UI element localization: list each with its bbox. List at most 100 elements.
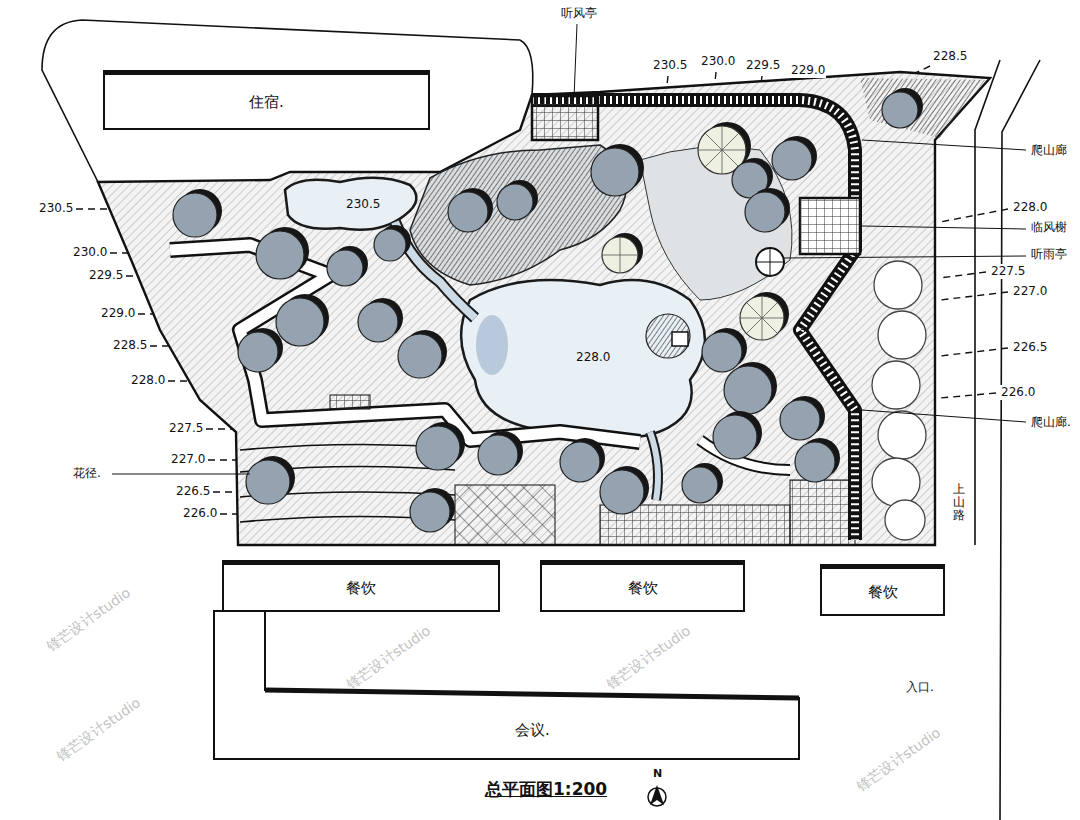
tree-group	[780, 396, 825, 440]
callout-label: 听风亭	[560, 6, 598, 21]
tree-group	[780, 400, 820, 440]
tree-group	[682, 467, 718, 503]
pond	[650, 432, 658, 500]
tree-group	[398, 330, 447, 378]
callout-label: 临风榭	[1030, 220, 1068, 235]
tree-group	[882, 92, 918, 128]
elevation: 229.0	[100, 306, 136, 321]
climbing-corridor	[532, 100, 855, 540]
pond	[650, 432, 658, 500]
watermark: 锋芒设计studio	[43, 584, 134, 654]
pond	[461, 280, 705, 439]
tree-group	[497, 180, 538, 220]
tree-group	[591, 144, 644, 196]
elevation: 230.0	[700, 54, 736, 69]
tree-group	[702, 332, 742, 372]
pavilion	[800, 198, 860, 254]
tree-group	[772, 140, 812, 180]
tree-group	[358, 302, 398, 342]
tree-group	[602, 233, 643, 273]
rockery-hill	[860, 78, 985, 138]
paving	[455, 485, 555, 545]
watermark: 锋芒设计studio	[853, 724, 944, 794]
text-holder: 餐饮	[224, 565, 498, 610]
tree-group	[882, 88, 923, 128]
elevation: 229.5	[745, 58, 781, 73]
tree-group	[173, 88, 926, 540]
tree-group	[560, 442, 600, 482]
tree-group	[276, 298, 324, 346]
tree-group	[560, 438, 605, 482]
contour-dash	[208, 459, 238, 460]
pond	[285, 178, 705, 500]
climbing-corridor	[532, 100, 855, 540]
tree-group	[724, 366, 772, 414]
elevation: 227.0	[1012, 284, 1048, 299]
contour-dash	[220, 513, 238, 514]
tree-group	[745, 192, 785, 232]
building-box: 住宿.	[103, 70, 430, 130]
mountain-road	[975, 60, 1000, 545]
callout-label: 花径.	[72, 466, 102, 481]
drawing-caption: 总平面图1:200	[485, 778, 607, 800]
tree-group	[173, 193, 217, 237]
tree-group	[772, 136, 817, 180]
pond	[646, 314, 690, 358]
tree-group	[246, 456, 295, 504]
contour-dash	[940, 292, 1008, 300]
contour-dash	[940, 348, 1008, 356]
tree-group	[713, 415, 757, 459]
pond	[672, 332, 688, 346]
tree-group	[410, 492, 450, 532]
pavilion	[756, 248, 784, 276]
elevation: 229.0	[790, 63, 826, 78]
garden-walk	[170, 245, 790, 470]
building-outline-path	[214, 611, 799, 759]
tree-group	[276, 294, 329, 346]
building-box: 餐饮	[540, 560, 745, 612]
tree-group	[795, 442, 835, 482]
tree-group	[874, 261, 922, 309]
tree-group	[238, 332, 278, 372]
pavilion	[756, 248, 784, 276]
elevation: 229.5	[88, 268, 124, 283]
elevation: 228.5	[932, 49, 968, 64]
tree-group	[795, 438, 840, 482]
contour-dash	[150, 345, 170, 346]
contour-dash	[76, 208, 108, 209]
tree-group	[874, 261, 922, 309]
tree-group	[591, 148, 639, 196]
text-holder: 会议.	[265, 700, 800, 760]
leader-line	[112, 474, 250, 475]
north-arrow	[650, 785, 664, 805]
pavilion	[800, 198, 860, 254]
tree-group	[327, 246, 368, 286]
contour-dash	[940, 272, 986, 278]
tree-group	[745, 188, 790, 232]
tree-group	[327, 250, 363, 286]
tree-group	[872, 458, 920, 506]
tree-group	[246, 460, 290, 504]
leader-line	[862, 226, 1026, 229]
north-arrow	[648, 785, 666, 806]
building-outline: 会议.	[213, 610, 800, 760]
pavilion	[532, 96, 860, 276]
site-boundary	[42, 20, 533, 182]
building-name: 餐饮	[868, 583, 898, 601]
watermark: 锋芒设计studio	[53, 694, 144, 764]
watermark: 锋芒设计studio	[603, 622, 694, 692]
paving	[455, 480, 855, 545]
elevation: 227.5	[168, 421, 204, 436]
tree-group	[497, 184, 533, 220]
tree-group	[724, 362, 777, 414]
water-elevation: 228.0	[575, 350, 611, 365]
tree-group	[872, 361, 920, 409]
contour-dash	[213, 491, 238, 492]
elevation: 230.5	[652, 58, 688, 73]
building-name: 餐饮	[346, 579, 376, 597]
tree-group	[713, 411, 762, 459]
building-name: 餐饮	[628, 579, 658, 597]
garden-walk	[170, 245, 640, 442]
tree-group	[878, 311, 926, 359]
